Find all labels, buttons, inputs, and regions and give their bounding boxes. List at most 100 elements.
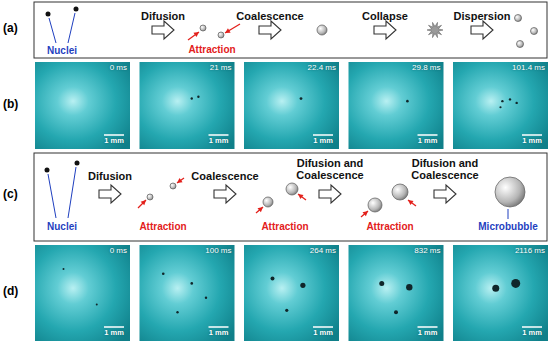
scale-bar — [418, 134, 438, 136]
bubble-speck — [515, 102, 517, 104]
scale-bar — [209, 134, 229, 136]
scale-bar — [522, 134, 542, 136]
scale-bar — [209, 326, 229, 328]
scale-label: 1 mm — [522, 329, 542, 337]
step-label: Dispersion — [454, 10, 511, 22]
step-arrow — [259, 21, 281, 39]
bubble-speck — [501, 100, 503, 102]
bubble-speck — [271, 277, 275, 281]
attraction-arrow — [138, 200, 146, 208]
camera-frame — [453, 245, 548, 341]
label-slot: Microbubble — [478, 221, 537, 232]
bubble-speck — [205, 297, 207, 299]
scale-label: 1 mm — [418, 137, 438, 145]
camera-frame — [244, 62, 339, 149]
timestamp: 101.4 ms — [512, 64, 545, 73]
timestamp: 832 ms — [414, 247, 440, 256]
bubble — [531, 28, 538, 35]
label-slot: 101.4 ms — [512, 64, 545, 73]
nucleus-dot — [45, 168, 50, 173]
bubble-speck — [406, 284, 412, 290]
label-slot: Collapse — [362, 10, 408, 22]
timestamp: 100 ms — [205, 247, 231, 256]
attraction-arrow-head — [408, 200, 414, 205]
panel-letter: (d) — [3, 285, 18, 298]
timestamp: 21 ms — [210, 64, 232, 73]
label-slot: 22.4 ms — [308, 64, 336, 73]
bubble-speck — [190, 282, 193, 285]
label-slot: 1 mm — [313, 329, 333, 337]
bubble — [517, 41, 524, 48]
step-label: Coalescence — [236, 10, 303, 22]
attraction-arrow-head — [141, 200, 146, 205]
attraction-arrow-head — [363, 211, 368, 216]
bubble-speck — [96, 304, 98, 306]
label-slot: 21 ms — [210, 64, 232, 73]
attraction-arrow-head — [258, 207, 263, 212]
label-slot: 1 mm — [104, 137, 124, 145]
timestamp: 2116 ms — [515, 247, 545, 256]
bubble-speck — [176, 311, 178, 313]
bubble-speck — [191, 97, 193, 99]
bubble — [317, 25, 327, 35]
collapse-star — [427, 22, 443, 37]
callout-label: Nuclei — [47, 221, 77, 232]
attraction-label: Attraction — [188, 44, 235, 55]
label-slot: 1 mm — [313, 137, 333, 145]
bubble — [200, 25, 206, 31]
callout-label: Microbubble — [478, 221, 537, 232]
bubble-speck — [406, 100, 409, 103]
scale-bar — [418, 326, 438, 328]
label-slot: Difusion — [141, 10, 185, 22]
bubble-speck — [162, 273, 165, 276]
label-slot: 832 ms — [414, 247, 440, 256]
leader-line — [49, 18, 56, 43]
scale-label: 1 mm — [104, 137, 124, 145]
label-slot: 1 mm — [209, 329, 229, 337]
camera-frame — [140, 62, 235, 149]
label-slot: 1 mm — [522, 137, 542, 145]
bubble — [218, 32, 224, 38]
attraction-arrow — [177, 178, 184, 183]
label-slot: 1 mm — [209, 137, 229, 145]
attraction-arrow — [256, 207, 263, 213]
label-slot: 1 mm — [522, 329, 542, 337]
label-slot: Difusion and Coalescence — [405, 157, 485, 181]
callout-label: Nuclei — [47, 45, 77, 56]
label-slot: Coalescence — [236, 10, 303, 22]
timestamp: 0 ms — [110, 247, 127, 256]
scale-label: 1 mm — [209, 137, 229, 145]
scale-bar — [313, 326, 333, 328]
camera-frame — [35, 245, 130, 341]
step-arrow — [374, 21, 396, 39]
nucleus-dot — [75, 161, 80, 166]
scale-label: 1 mm — [418, 329, 438, 337]
nucleus-dot — [74, 7, 79, 12]
step-arrow — [152, 21, 174, 39]
scale-label: 1 mm — [522, 137, 542, 145]
label-slot: 2116 ms — [515, 247, 545, 256]
bubble — [147, 194, 153, 200]
panel-letter: (a) — [3, 22, 18, 35]
step-label: Collapse — [362, 10, 408, 22]
bubble — [495, 177, 525, 207]
attraction-arrow-head — [225, 28, 231, 33]
attraction-arrow — [188, 32, 199, 40]
attraction-arrow-head — [177, 178, 183, 183]
label-slot: 29.8 ms — [412, 64, 440, 73]
step-label: Coalescence — [191, 170, 258, 182]
step-arrow — [434, 185, 456, 203]
step-label: Difusion — [141, 10, 185, 22]
scale-bar — [313, 134, 333, 136]
scale-bar — [104, 134, 124, 136]
label-slot: Attraction — [188, 44, 235, 55]
bubble-speck — [63, 268, 65, 270]
scale-bar — [104, 326, 124, 328]
bubble-speck — [300, 283, 305, 288]
step-label: Difusion and Coalescence — [405, 157, 485, 181]
bubble-speck — [285, 309, 288, 312]
attraction-label: Attraction — [139, 221, 186, 232]
label-slot: 1 mm — [104, 329, 124, 337]
label-slot: 100 ms — [205, 247, 231, 256]
scale-label: 1 mm — [104, 329, 124, 337]
